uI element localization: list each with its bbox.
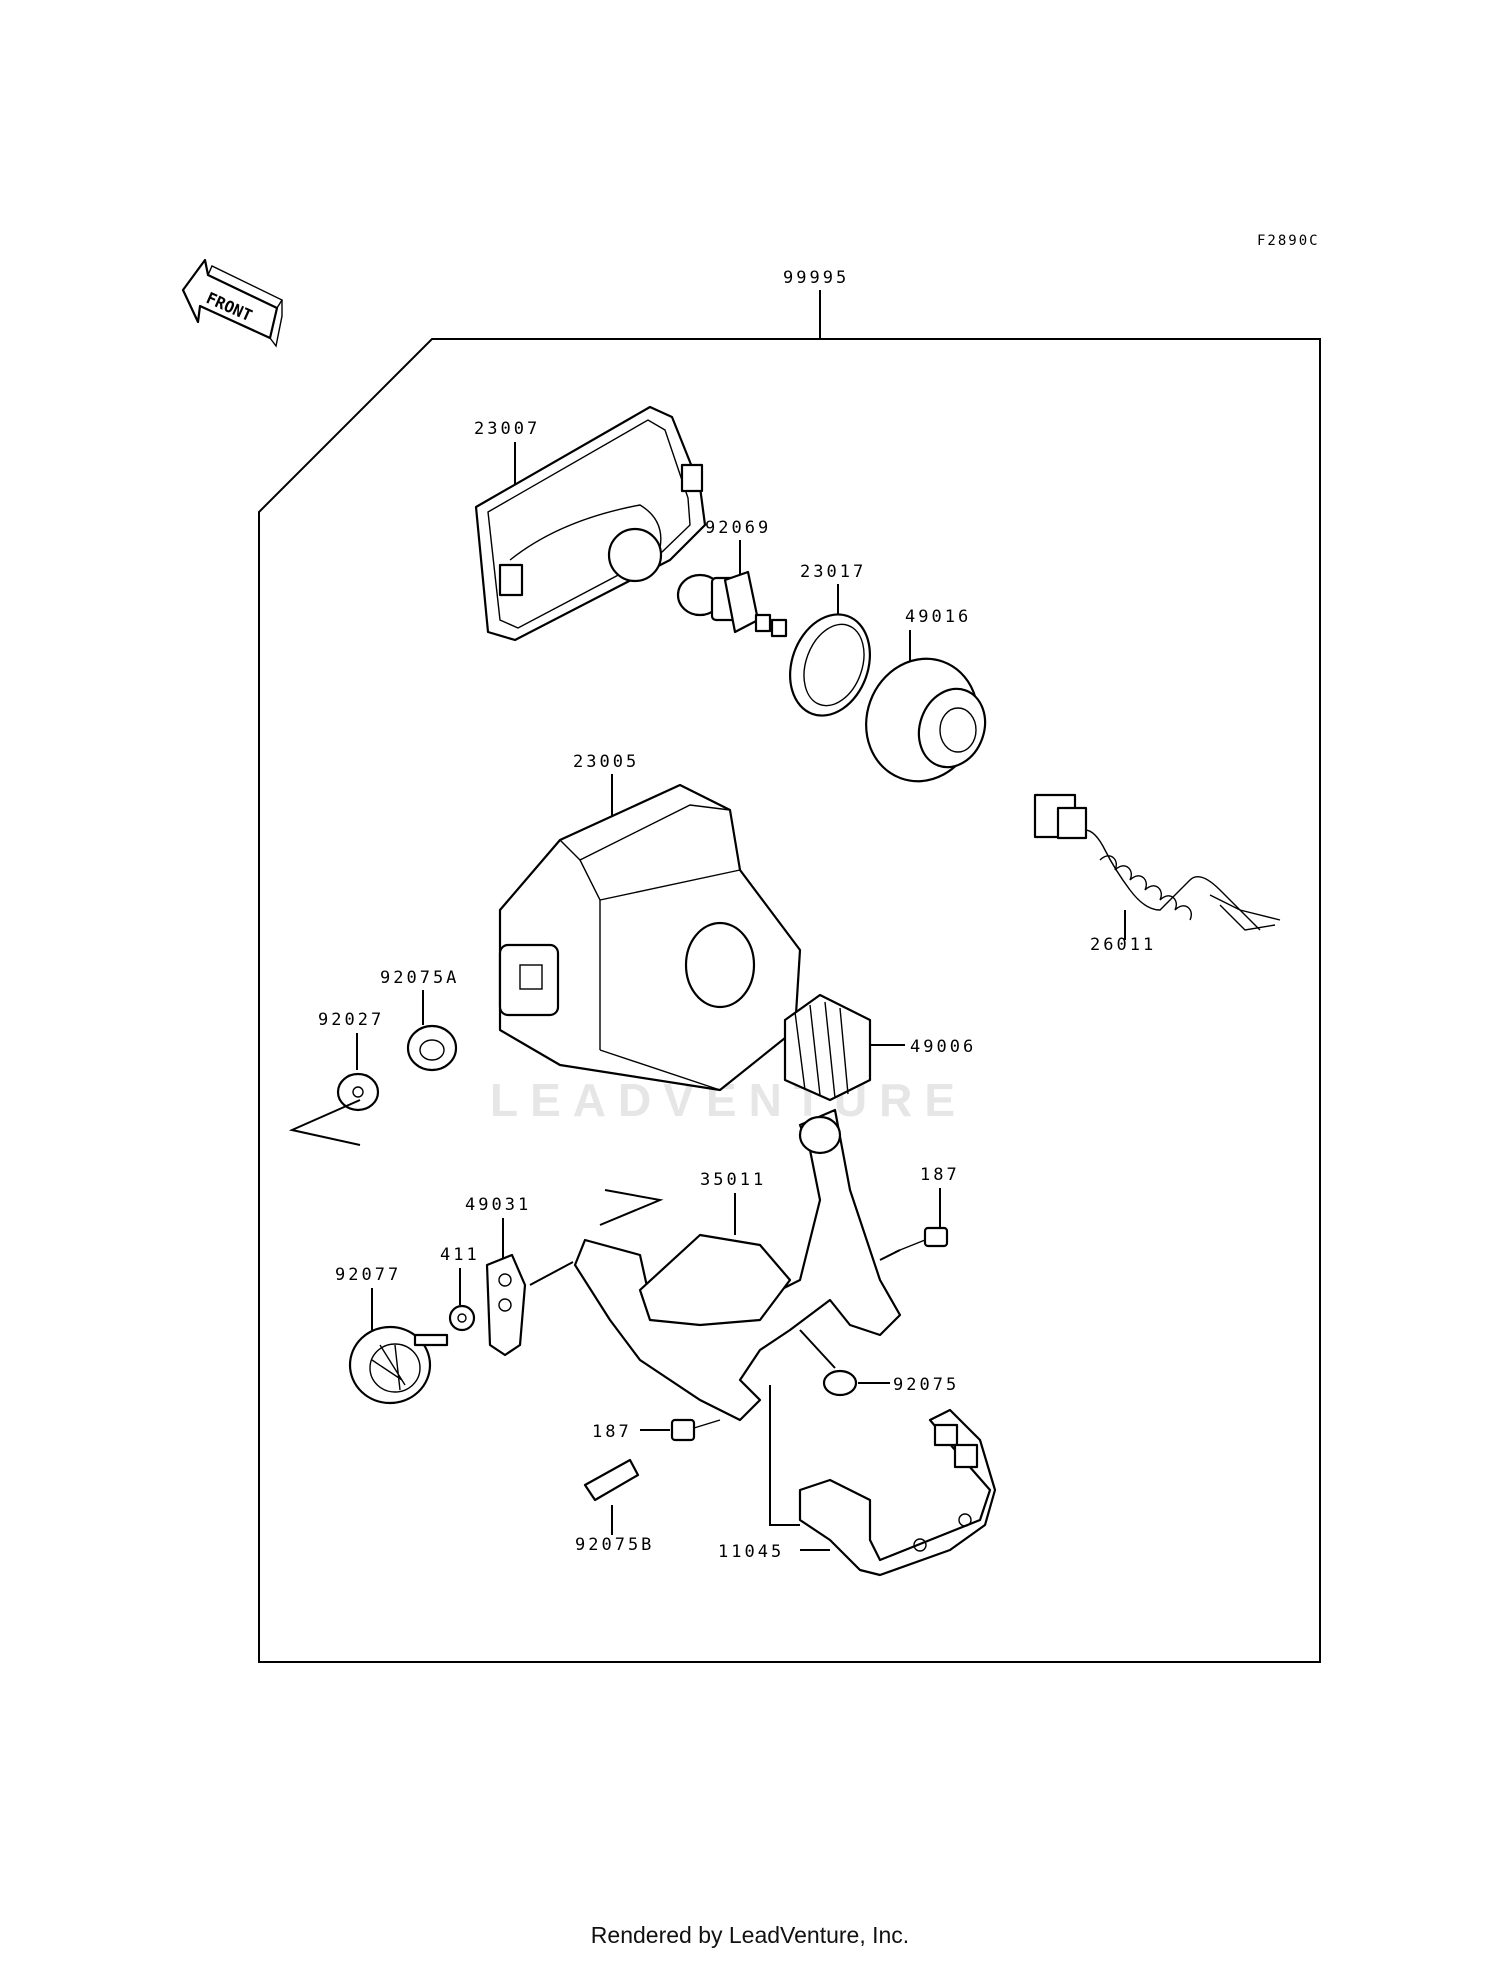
callout-bracket: 35011 (700, 1170, 766, 1190)
bolt-lower-part (670, 1418, 721, 1442)
bracket-part (573, 1108, 902, 1422)
leader-bolt-upper-2 (879, 1249, 901, 1261)
plate-part (485, 1253, 527, 1357)
callout-assembly: 99995 (783, 268, 849, 288)
callout-knob: 92077 (335, 1265, 401, 1285)
callout-clip: 92075B (575, 1535, 654, 1555)
leader-plug-pointer (288, 1099, 361, 1146)
leader-grommet-2 (799, 1329, 836, 1369)
leader-mount-bracket-2 (769, 1385, 800, 1526)
headlight-unit-part (474, 405, 707, 642)
washer-part (448, 1304, 476, 1332)
socket-part (789, 613, 871, 717)
housing-part (498, 783, 802, 1092)
wire-harness-part (1033, 793, 1281, 931)
dust-cap-part (865, 657, 987, 783)
front-arrow-icon: FRONT (181, 258, 284, 348)
callout-mount-bracket: 11045 (718, 1542, 784, 1562)
callout-washer: 411 (440, 1245, 480, 1265)
figure-code: F2890C (1257, 233, 1320, 249)
grommet-part (822, 1369, 858, 1397)
assembly-outline (258, 338, 1321, 1663)
callout-bolt-lower: 187 (592, 1422, 632, 1442)
washer-plug-part (336, 1072, 380, 1112)
bolt-upper-part (894, 1226, 949, 1253)
knob-part (348, 1325, 449, 1405)
mount-bracket-part (798, 1408, 997, 1577)
bulb-part (676, 570, 788, 638)
callout-socket: 23017 (800, 562, 866, 582)
callout-headlight-unit: 23007 (474, 419, 540, 439)
callout-grommet: 92075 (893, 1375, 959, 1395)
clip-part (583, 1458, 640, 1502)
callout-bolt-upper: 187 (920, 1165, 960, 1185)
callout-boot: 49006 (910, 1037, 976, 1057)
footer-credit: Rendered by LeadVenture, Inc. (590, 1922, 910, 1948)
leader-bracket-pointer (599, 1189, 664, 1226)
callout-washer-plug: 92027 (318, 1010, 384, 1030)
leader-plate-2 (529, 1261, 574, 1286)
callout-plate: 49031 (465, 1195, 531, 1215)
callout-grommet-a: 92075A (380, 968, 459, 988)
callout-bulb: 92069 (705, 518, 771, 538)
callout-wire-harness: 26011 (1090, 935, 1156, 955)
boot-part (783, 993, 872, 1102)
callout-housing: 23005 (573, 752, 639, 772)
grommet-a-part (406, 1024, 458, 1072)
callout-dust-cap: 49016 (905, 607, 971, 627)
